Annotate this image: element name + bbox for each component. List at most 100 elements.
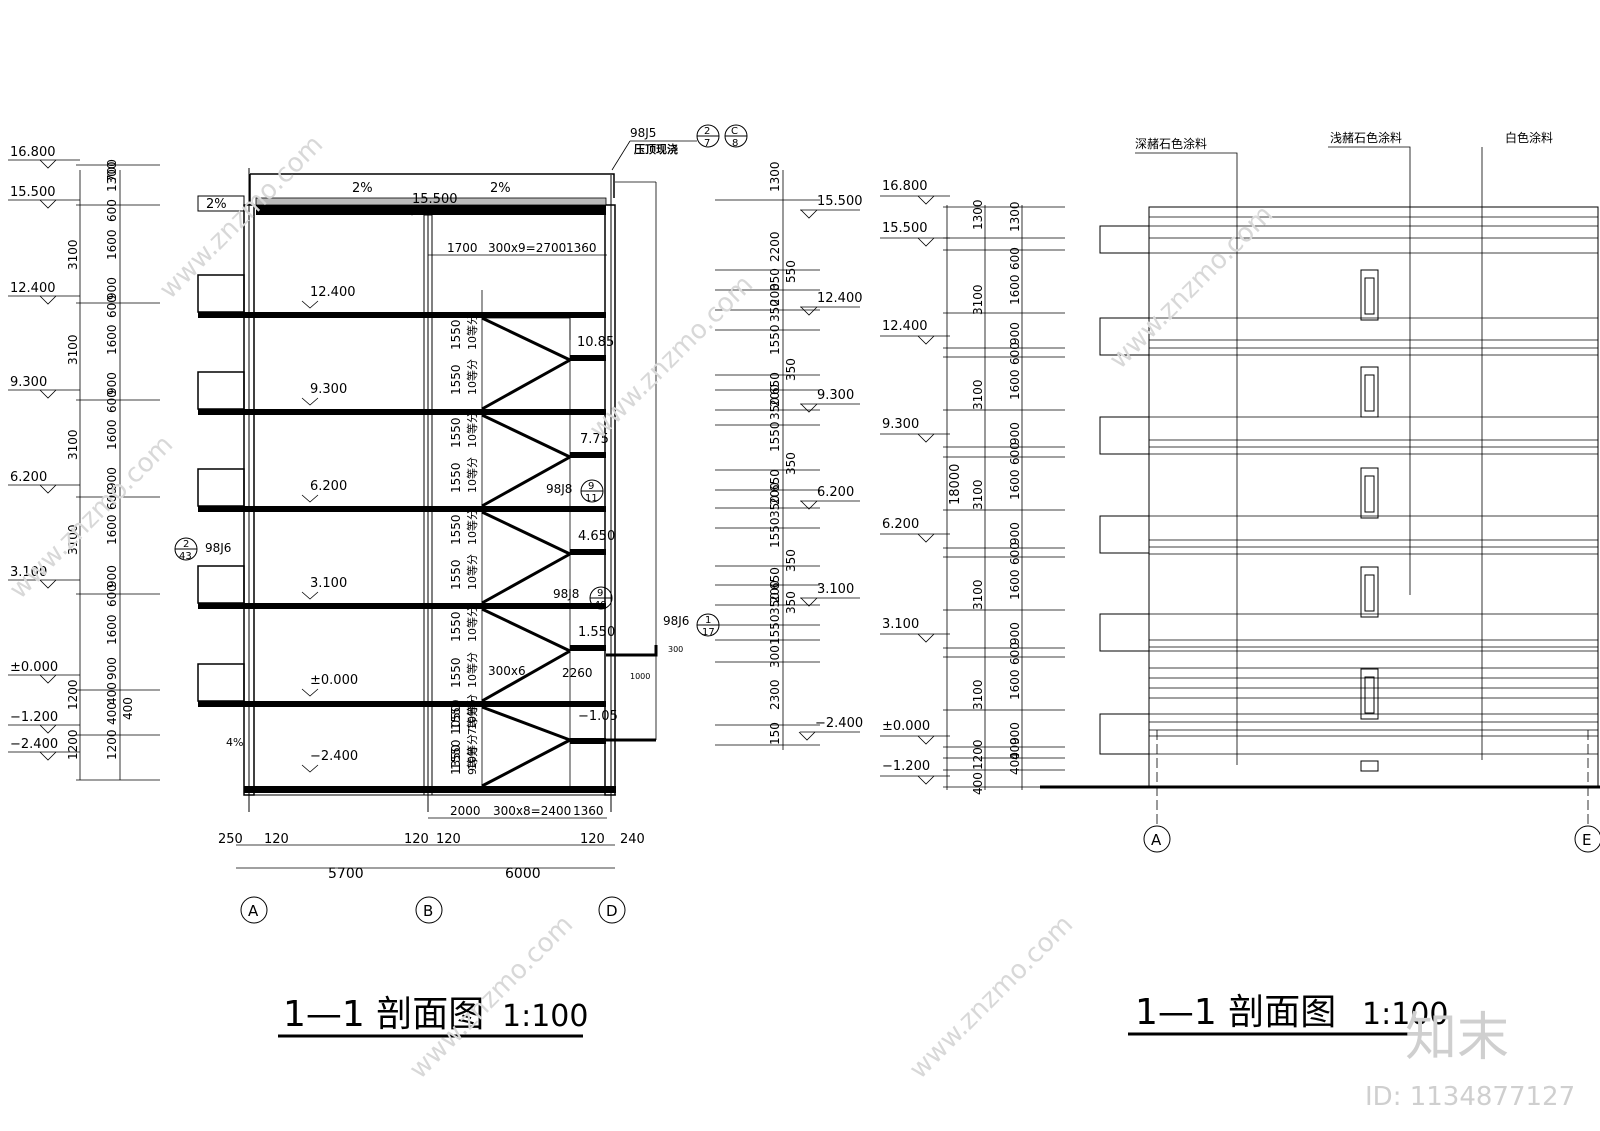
left-title-text: 1—1 剖面图 <box>283 994 484 1035</box>
dimension-text: 600 <box>1008 442 1022 465</box>
svg-text:240: 240 <box>620 832 645 847</box>
dimension-text: 900 <box>105 372 119 395</box>
svg-text:120: 120 <box>404 832 429 847</box>
flight-height: 1550 <box>449 319 463 350</box>
elevation-marker: 12.400 <box>882 319 928 334</box>
dimension-text: 3100 <box>971 579 985 610</box>
bottom-dimensions: 250 120 120 120 120 240 5700 6000 <box>218 832 645 882</box>
svg-text:120: 120 <box>580 832 605 847</box>
total-height: 18000 <box>948 464 963 505</box>
dimension-text: 600 <box>1008 247 1022 270</box>
ref-callout-stair-2: 98J8 9 49 <box>553 586 613 611</box>
dimension-text: 1550 <box>768 517 782 548</box>
svg-text:9: 9 <box>597 588 603 599</box>
stair-2260: 2260 <box>562 666 593 680</box>
axis-A: A <box>248 902 259 920</box>
dimension-text: 650 <box>768 469 782 492</box>
dimension-text: 1200 <box>66 679 80 710</box>
dimension-text: 3100 <box>66 429 80 460</box>
watermark-site-1: www.znzmo.com <box>154 130 329 305</box>
dimension-text: 400 <box>121 697 135 720</box>
dimension-text: 600 <box>105 390 119 413</box>
left-title-scale: 1:100 <box>502 999 588 1034</box>
logo-block: 知末 ID: 1134877127 <box>1365 1008 1575 1112</box>
svg-text:43: 43 <box>179 551 192 562</box>
material-white: 白色涂料 <box>1505 130 1553 145</box>
flight-height: 1550 <box>449 559 463 590</box>
material-light-ochre: 浅赭石色涂料 <box>1330 130 1402 145</box>
watermarks: www.znzmo.com www.znzmo.com www.znzmo.co… <box>4 130 1279 1085</box>
ref-callout-balcony: 2 43 98J6 <box>174 537 231 562</box>
svg-text:压顶现浇: 压顶现浇 <box>634 142 678 156</box>
dimension-text: 400 <box>1008 752 1022 775</box>
right-title-text: 1—1 剖面图 <box>1135 992 1336 1033</box>
elevation-marker: 12.400 <box>10 281 56 296</box>
dimension-text: 1600 <box>105 514 119 545</box>
ramp-slope: 4% <box>226 736 243 749</box>
dimension-text: 900 <box>105 467 119 490</box>
dimension-text: 350 <box>784 358 798 381</box>
material-labels: 深赭石色涂料 浅赭石色涂料 白色涂料 <box>1135 130 1553 765</box>
flight-steps: 10等分 <box>465 457 479 493</box>
dimension-text: 900 <box>1008 622 1022 645</box>
facade-windows <box>1360 269 1379 772</box>
elevation-marker: −2.400 <box>815 716 863 731</box>
flight-steps: 10等分 <box>465 554 479 590</box>
stair-300x6: 300x6 <box>488 664 526 678</box>
dimension-text: 1600 <box>105 419 119 450</box>
watermark-site-6: www.znzmo.com <box>4 430 179 605</box>
dimension-text: 1200 <box>105 729 119 760</box>
landing-5: −1.05 <box>578 709 618 724</box>
stair-dim-top-2: 300x9=2700 <box>488 241 566 255</box>
dimension-text: 600 <box>105 295 119 318</box>
stair-dim-bottom-3: 1360 <box>573 804 604 818</box>
flight-height: 1050 <box>449 704 463 735</box>
stair-dim-bottom-1: 2000 <box>450 804 481 818</box>
dimension-text: 350 <box>768 299 782 322</box>
right-view-elevation-markers: 16.80015.50012.4009.3006.2003.100±0.000−… <box>880 179 950 785</box>
svg-text:49: 49 <box>594 600 607 611</box>
left-section: 16.80015.50012.4009.3006.2003.100±0.000−… <box>8 124 863 1038</box>
flight-height: 1550 <box>449 462 463 493</box>
axis-bubbles: A B D <box>240 896 626 924</box>
dimension-text: 400 <box>105 702 119 725</box>
flight-height: 1550 <box>449 364 463 395</box>
dimension-text: 2300 <box>768 679 782 710</box>
dimension-text: 600 <box>105 584 119 607</box>
flight-height: 1550 <box>449 611 463 642</box>
dimension-text: 300 <box>768 645 782 668</box>
svg-text:98J5: 98J5 <box>630 126 656 140</box>
dimension-text: 1200 <box>971 739 985 770</box>
svg-text:8: 8 <box>732 138 738 149</box>
floor-label: 15.500 <box>412 192 458 207</box>
flight-height: 1350 <box>449 744 463 775</box>
svg-text:120: 120 <box>436 832 461 847</box>
dimension-text: 600 <box>105 199 119 222</box>
dimension-text: 1300 <box>105 161 119 192</box>
flight-height: 1550 <box>449 699 463 730</box>
stair-dim-top-3: 1360 <box>566 241 597 255</box>
dimension-text: 600 <box>1008 542 1022 565</box>
elevation-marker: 3.100 <box>10 565 47 580</box>
landing-3: 4.650 <box>578 529 615 544</box>
dimension-text: 350 <box>768 495 782 518</box>
dimension-text: 900 <box>105 657 119 680</box>
elevation-marker: 16.800 <box>882 179 928 194</box>
dimension-text: 200 <box>768 384 782 407</box>
dimension-text: 900 <box>1008 422 1022 445</box>
dimension-text: 1550 <box>768 324 782 355</box>
facade-balconies <box>1099 225 1150 755</box>
floor-label: 3.100 <box>310 576 347 591</box>
dimension-text: 200 <box>768 580 782 603</box>
right-elevation: 16.80015.50012.4009.3006.2003.100±0.000−… <box>880 130 1600 1036</box>
dimension-text: 3100 <box>971 479 985 510</box>
dimension-text: 1550 <box>768 421 782 452</box>
elevation-marker: 9.300 <box>817 388 854 403</box>
axis-A-right: A <box>1151 831 1162 849</box>
dimension-text: 350 <box>784 452 798 475</box>
svg-text:5700: 5700 <box>328 866 364 882</box>
dimension-text: 400 <box>1008 737 1022 760</box>
svg-text:6000: 6000 <box>505 866 541 882</box>
elevation-marker: −1.200 <box>10 710 58 725</box>
